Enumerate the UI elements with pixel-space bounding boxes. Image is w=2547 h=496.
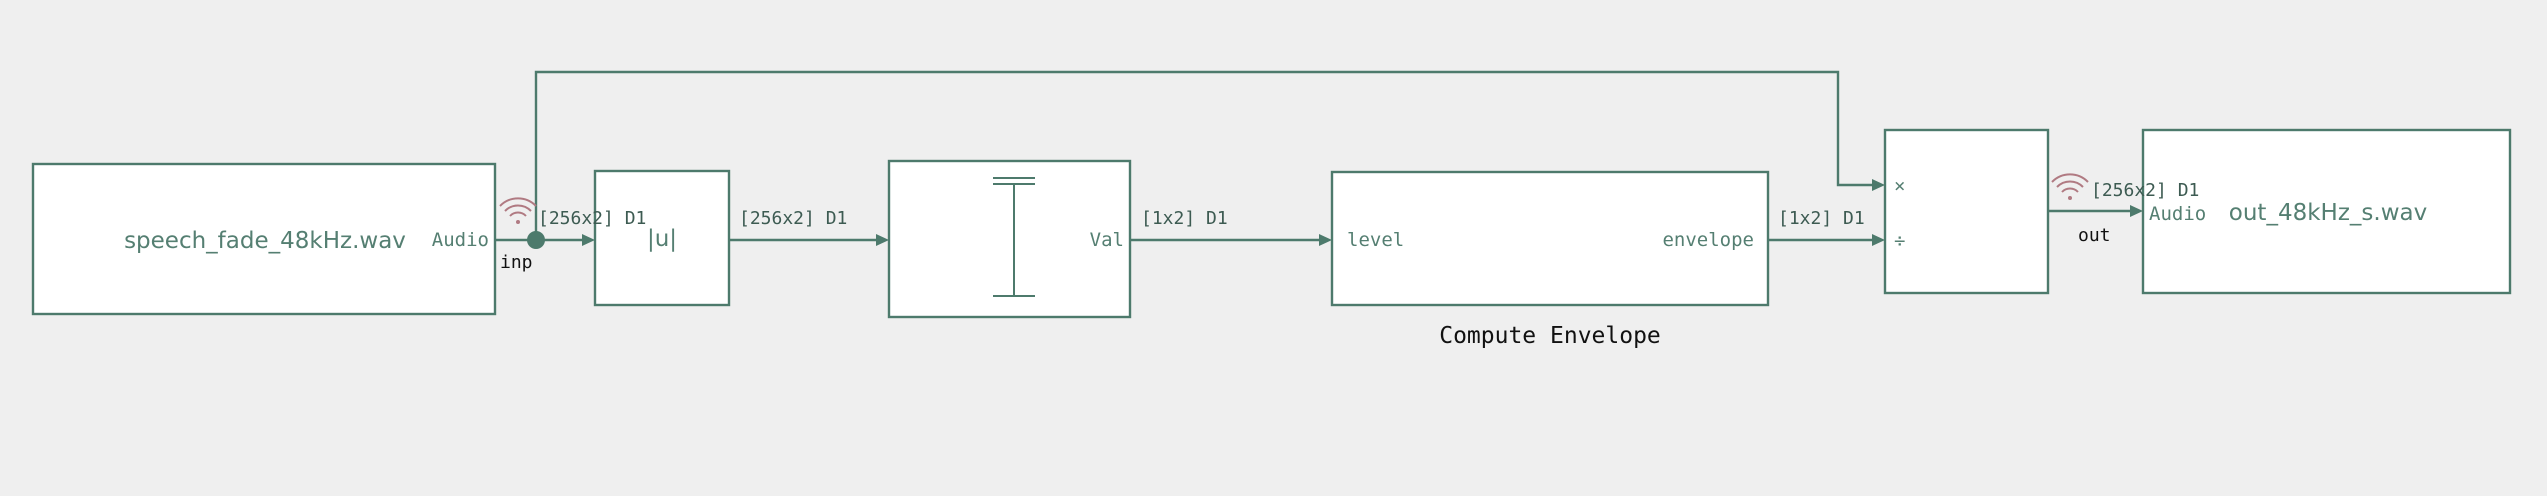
envelope-out-port: envelope [1662,229,1754,251]
env-dims-label: [1x2] D1 [1778,208,1865,229]
max-out-port: Val [1090,229,1124,251]
arrowhead-product-div [1872,234,1885,246]
envelope-in-port: level [1347,229,1404,251]
arrowhead-max [876,234,889,246]
wifi-logging-icon[interactable] [2051,173,2089,200]
envelope-title: Compute Envelope [1439,323,1661,349]
max-block[interactable]: Val [887,159,1132,319]
source-block[interactable]: speech_fade_48kHz.wav Audio [31,162,497,316]
sink-filename: out_48kHz_s.wav [2229,200,2427,226]
product-divide-port: ÷ [1894,230,1905,252]
arrowhead-sink [2130,205,2143,217]
abs-label: |u| [647,226,677,252]
source-filename: speech_fade_48kHz.wav [124,228,406,254]
sink-in-port: Audio [2149,203,2206,225]
wire-branch-to-product[interactable] [534,70,1873,240]
out-dims-label: [256x2] D1 [2091,180,2199,201]
max-icon [993,177,1035,297]
inp-signal-name[interactable]: inp [500,252,533,273]
abs-dims-label: [256x2] D1 [739,208,847,229]
arrowhead-abs [582,234,595,246]
inp-dims-label: [256x2] D1 [538,208,646,229]
branch-point[interactable] [527,231,545,249]
source-out-port: Audio [432,229,489,251]
max-dims-label: [1x2] D1 [1141,208,1228,229]
abs-block[interactable]: |u| [593,169,731,307]
signal-lines [495,70,2143,249]
wifi-logging-icon[interactable] [499,197,537,224]
sink-block[interactable]: out_48kHz_s.wav Audio [2141,128,2512,295]
product-block[interactable]: × ÷ [1883,128,2050,295]
arrowhead-envelope [1319,234,1332,246]
out-signal-name[interactable]: out [2078,225,2111,246]
arrowhead-product-x [1872,179,1885,191]
product-multiply-port: × [1894,175,1905,197]
envelope-block[interactable]: level envelope [1330,170,1770,307]
